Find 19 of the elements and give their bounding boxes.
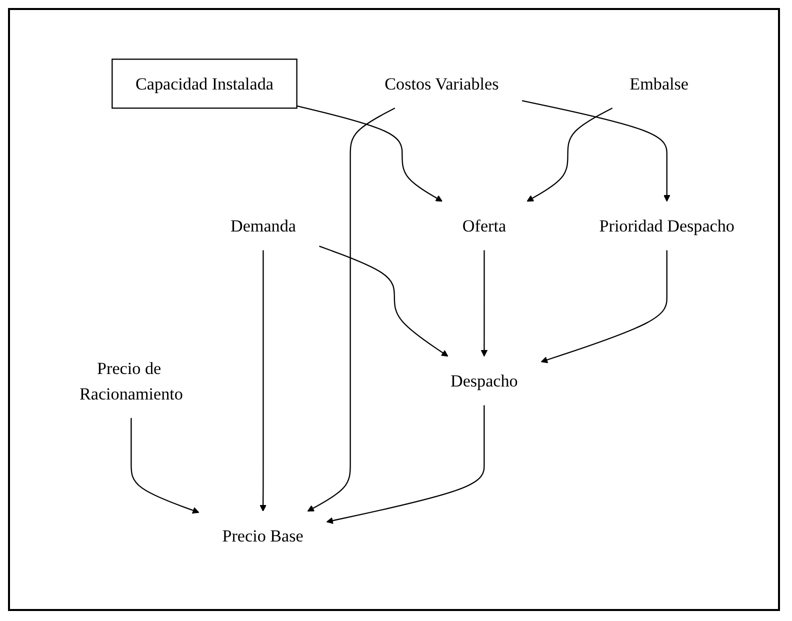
node-box: Capacidad Instalada <box>112 58 298 109</box>
node-text: Precio Base <box>222 526 304 546</box>
node-text: Embalse <box>630 74 689 94</box>
arrow <box>480 250 488 356</box>
arrow <box>540 250 668 363</box>
node-text: Costos Variables <box>384 74 499 94</box>
arrow <box>326 405 485 524</box>
arrow <box>522 100 670 202</box>
node-text: Despacho <box>450 370 518 390</box>
arrow <box>130 418 200 514</box>
arrow <box>296 105 442 202</box>
arrow <box>526 107 613 202</box>
arrow <box>260 250 266 512</box>
node-text: Precio de Racionamiento <box>79 358 183 404</box>
node-text: Demanda <box>230 216 296 236</box>
node-text: Oferta <box>462 216 506 236</box>
arrow <box>307 107 396 512</box>
arrow <box>319 245 448 356</box>
node-text: Prioridad Despacho <box>599 216 734 236</box>
